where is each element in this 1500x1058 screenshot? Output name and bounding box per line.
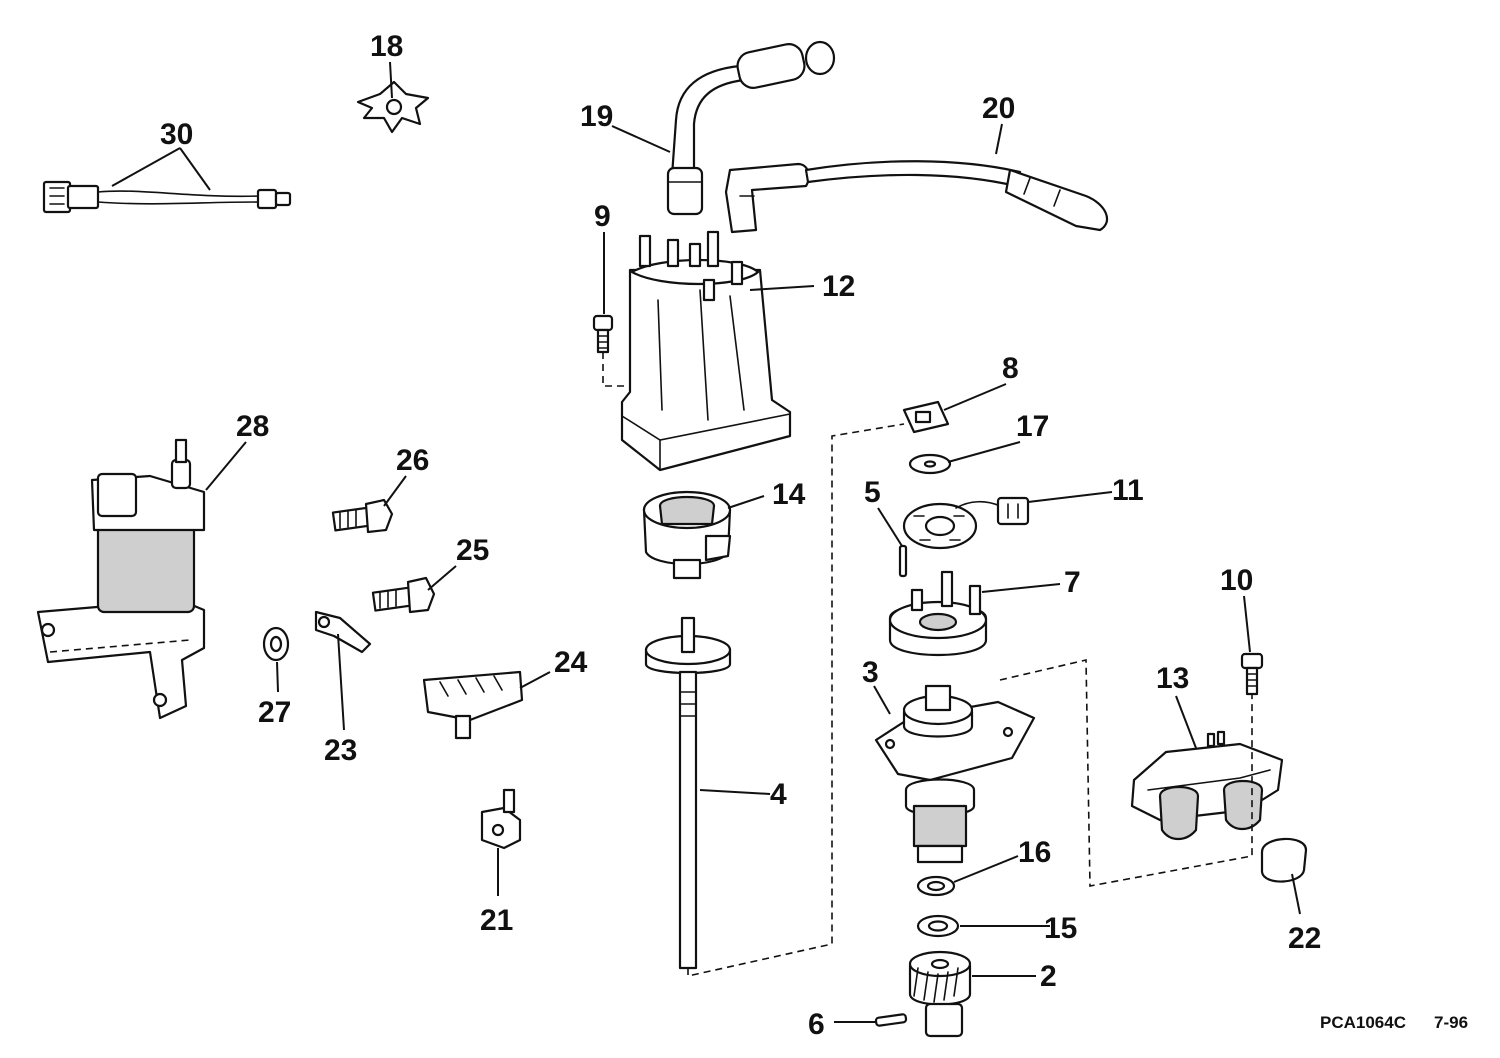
assembly-lines [49,352,1253,977]
part-28-ignition-coil [36,438,206,720]
callout-26: 26 [396,444,429,477]
part-16-washer [916,875,956,897]
callout-10: 10 [1220,564,1253,597]
part-9-screw [592,314,614,354]
drawing-date: 7-96 [1434,1013,1468,1032]
part-27-washer [262,626,290,662]
part-21-bracket [480,788,522,850]
callout-23: 23 [324,734,357,767]
part-23-ground-strap [314,610,372,654]
callout-30: 30 [160,118,193,151]
part-11-pickup-coil [902,496,1030,550]
part-19-spark-plug-wire [666,40,836,216]
part-6-roll-pin [874,1013,908,1027]
drawing-code: PCA1064C [1320,1013,1406,1032]
callout-25: 25 [456,534,489,567]
callout-20: 20 [982,92,1015,125]
part-14-rotor [642,490,732,580]
callout-9: 9 [594,200,611,233]
callout-27: 27 [258,696,291,729]
callout-11: 11 [1112,474,1144,507]
part-8-retainer [902,400,950,434]
callout-19: 19 [580,100,613,133]
callout-15: 15 [1044,912,1077,945]
part-26-bolt [331,498,394,534]
callout-21: 21 [480,904,513,937]
callout-labels: 18 30 19 20 9 12 8 17 28 26 5 11 14 25 7… [160,30,1321,1041]
callout-2: 2 [1040,960,1057,993]
part-5-pin [898,544,908,578]
drawing-footer: PCA1064C 7-96 [1320,1013,1468,1032]
callout-18: 18 [370,30,403,63]
callout-14: 14 [772,478,806,511]
callout-8: 8 [1002,352,1019,385]
part-17-washer [908,453,952,475]
callout-22: 22 [1288,922,1321,955]
callout-28: 28 [236,410,269,443]
part-25-bolt [371,576,436,614]
part-15-washer [916,914,960,938]
callout-17: 17 [1016,410,1049,443]
callout-12: 12 [822,270,855,303]
callout-5: 5 [864,476,881,509]
callout-16: 16 [1018,836,1051,869]
part-12-distributor-cap [620,230,792,472]
part-30-wiring-harness [42,180,292,214]
part-22-cover [1260,837,1308,883]
part-3-housing [874,684,1036,864]
leader-lines [111,61,1301,1023]
callout-4: 4 [770,778,787,811]
callout-24: 24 [554,646,588,679]
part-7-pole-piece [888,570,988,657]
callout-7: 7 [1064,566,1081,599]
part-24-connector [422,670,524,740]
part-4-shaft [644,616,732,970]
part-2-drive-gear [908,950,972,1038]
callout-6: 6 [808,1008,825,1041]
callout-13: 13 [1156,662,1189,695]
part-13-ignition-module [1130,730,1284,841]
callout-3: 3 [862,656,879,689]
part-20-spark-plug-wire-elbow [724,160,1109,234]
part-10-screw [1240,652,1264,696]
part-18-star-clip [356,80,430,134]
